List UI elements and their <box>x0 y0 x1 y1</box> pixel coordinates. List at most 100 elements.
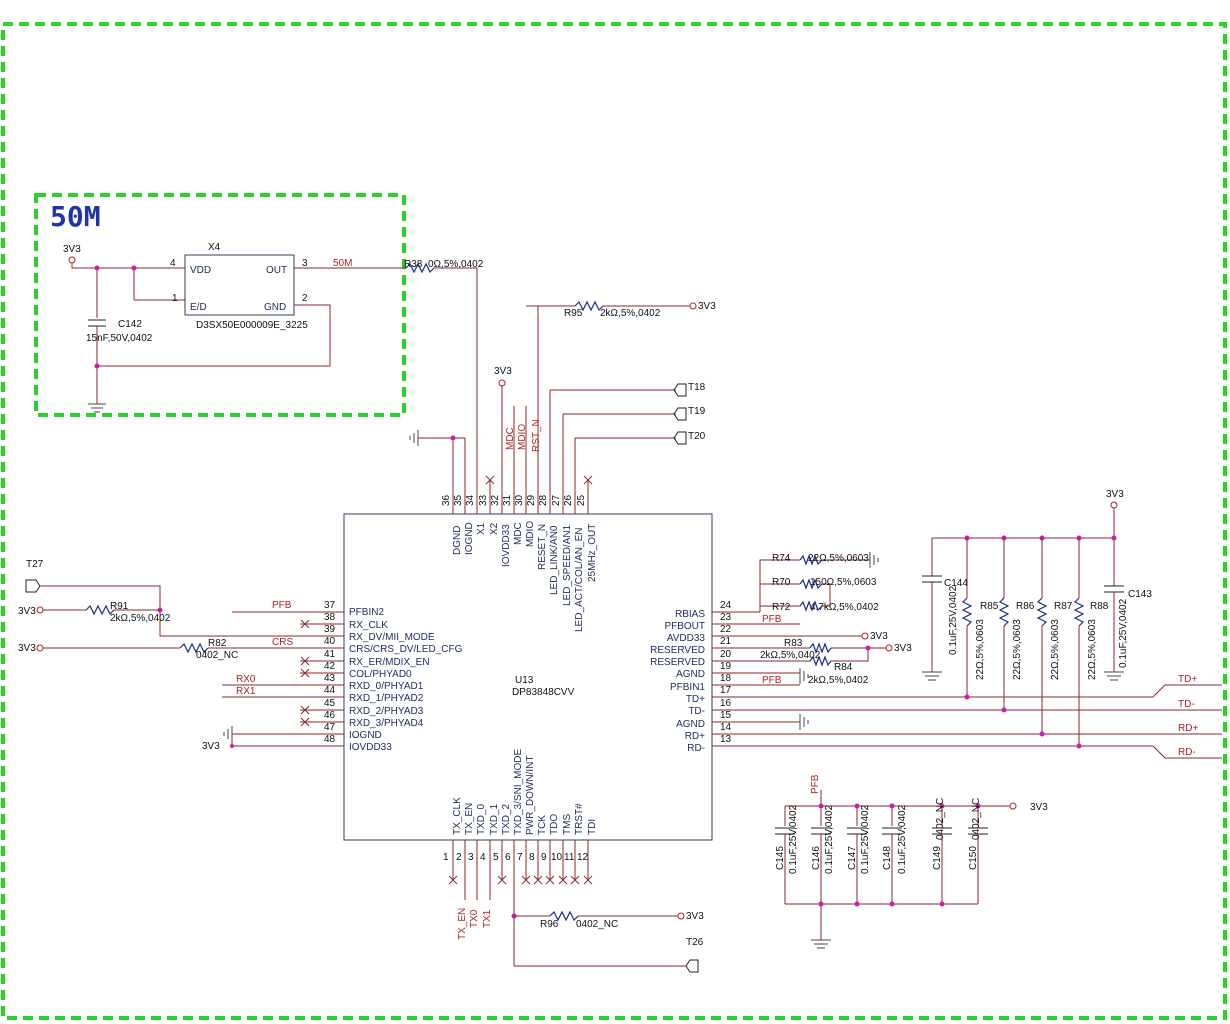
u13-pin27-name: LED_SPEED/AN1 <box>562 524 573 606</box>
u13-pin39-num: 39 <box>324 624 336 635</box>
c147-ref: C147 <box>847 846 858 870</box>
decoupling-bank: 3V3 PFB C145 0.1uF,25V,0 <box>775 774 1048 949</box>
u13-pin3-name: TXD_0 <box>476 803 487 835</box>
r70-ref: R70 <box>772 577 791 588</box>
u13-pin48-num: 48 <box>324 734 336 745</box>
u13-right-pins: RBIAS PFBOUT AVDD33 RESERVED RESERVED AG… <box>650 552 1222 759</box>
x4-pin-vdd: VDD <box>190 265 211 276</box>
u13-pin32-name: IOVDD33 <box>501 524 512 567</box>
u13-pin21-num: 21 <box>720 636 732 647</box>
r96-ref: R96 <box>540 919 559 930</box>
u13-pin9-name: TDO <box>549 814 560 835</box>
u13-pin20-num: 20 <box>720 649 732 660</box>
net-mdio: MDIO <box>517 424 528 450</box>
x4-pin-ed: E/D <box>190 302 207 313</box>
u13-pin16-num: 16 <box>720 698 732 709</box>
x4-body <box>184 254 295 316</box>
u13-pin3-num: 3 <box>468 852 474 863</box>
u13-pin6-name: TXD_3/SNI_MODE <box>513 749 524 835</box>
u13-pin12-name: TDI <box>587 819 598 835</box>
r84-value: 2kΩ,5%,0402 <box>808 675 869 686</box>
u13-pin14-name: RD+ <box>685 731 705 742</box>
u13-top-pins: 36 35 34 33 32 31 30 29 28 27 26 25 DGND… <box>409 300 716 632</box>
c145-ref: C145 <box>775 846 786 870</box>
u13-pin38-num: 38 <box>324 612 336 623</box>
u13-pin31-name: MDC <box>513 522 524 545</box>
u13-pin44-name: RXD_1/PHYAD2 <box>349 693 424 704</box>
u13-pin5-num: 5 <box>493 852 499 863</box>
u13-pin11-num: 11 <box>564 852 575 863</box>
net-rx0: RX0 <box>236 674 256 685</box>
r85-ref: R85 <box>980 601 999 612</box>
r96-3v3-port <box>677 912 685 920</box>
u13-pin21-name: RESERVED <box>650 645 705 656</box>
u13-pin33-num: 33 <box>478 494 489 506</box>
u13-pin7-name: PWR_DOWN/INT <box>525 756 536 835</box>
r72-value: 4.7kΩ,5%,0402 <box>810 602 879 613</box>
oscillator-frame: 50M 3V3 C142 15nF,50V,0402 X4 VDD E/D OU… <box>34 193 406 417</box>
t20-testpoint-icon <box>673 431 687 445</box>
r83-3v3-port <box>885 644 893 652</box>
u13-pin34-name: X1 <box>476 522 487 535</box>
u13-pin4-num: 4 <box>480 852 486 863</box>
outer-frame <box>1 22 1227 1020</box>
oscillator-frame-title: 50M <box>50 200 101 233</box>
u13-pin43-num: 43 <box>324 673 336 684</box>
c149-ref: C149 <box>932 846 943 870</box>
net-tx0: TX0 <box>469 909 480 928</box>
u13-pin22-num: 22 <box>720 624 732 635</box>
u13-pin12-num: 12 <box>577 852 589 863</box>
r82-3v3-label: 3V3 <box>18 643 36 654</box>
u13-pin8-num: 8 <box>529 852 535 863</box>
u13-pin4-name: TXD_1 <box>489 803 500 835</box>
u13-pin40-num: 40 <box>324 636 336 647</box>
net-pfb-pfbin1: PFB <box>762 675 782 686</box>
r87-ref: R87 <box>1054 601 1073 612</box>
iovdd33-3v3-port <box>498 379 506 387</box>
r86-ref: R86 <box>1016 601 1035 612</box>
x4-pin-gnd: GND <box>264 302 286 313</box>
net-rx1: RX1 <box>236 686 256 697</box>
u13-pin32-num: 32 <box>490 494 501 506</box>
u13-pin25-num: 25 <box>576 494 587 506</box>
r83-value: 2kΩ,5%,0402 <box>760 650 821 661</box>
t18-label: T18 <box>688 382 706 393</box>
u13-pin43-name: RXD_0/PHYAD1 <box>349 681 424 692</box>
u13-pin42-num: 42 <box>324 661 336 672</box>
c146-value: 0.1uF,25V,0402 <box>824 804 835 874</box>
t19-testpoint-icon <box>673 407 687 421</box>
net-pfb-decoupling: PFB <box>810 774 821 794</box>
r95-ref: R95 <box>564 308 583 319</box>
u13-pin13-name: RD- <box>687 743 705 754</box>
u13-pin45-name: RXD_2/PHYAD3 <box>349 706 424 717</box>
r82-3v3-port <box>36 644 44 652</box>
u13-pin47-num: 47 <box>324 722 336 733</box>
u13-pin15-num: 15 <box>720 710 732 721</box>
u13-pin2-name: TX_EN <box>464 803 475 835</box>
u13-pin23-num: 23 <box>720 612 732 623</box>
u13-pin24-name: RBIAS <box>675 609 705 620</box>
c146-ref: C146 <box>811 846 822 870</box>
c150-ref: C150 <box>968 846 979 870</box>
u13-pin40-name: CRS/CRS_DV/LED_CFG <box>349 644 463 655</box>
net-rd-minus: RD- <box>1178 747 1196 758</box>
net-50m: 50M <box>333 258 352 269</box>
term-3v3-label: 3V3 <box>1106 489 1124 500</box>
r70-value: 150Ω,5%,0603 <box>810 577 877 588</box>
t19-label: T19 <box>688 406 706 417</box>
c149-value: 0402_NC <box>935 798 946 840</box>
u13-pin48-name: IOVDD33 <box>349 742 392 753</box>
iovdd33-3v3-label: 3V3 <box>494 366 512 377</box>
u13-pin6-num: 6 <box>505 852 511 863</box>
u13-bottom-pins: 1 2 3 4 5 6 7 8 9 10 11 12 TX_CLK TX_EN … <box>443 749 704 973</box>
u13-pin1-num: 1 <box>443 852 449 863</box>
c142-value: 15nF,50V,0402 <box>86 333 153 344</box>
u13-pin30-num: 30 <box>514 494 525 506</box>
r82-ref: R82 <box>208 638 227 649</box>
r91-3v3-port <box>36 606 44 614</box>
u13-pin13-num: 13 <box>720 734 732 745</box>
avdd33-3v3-port <box>861 632 869 640</box>
u13-pin24-num: 24 <box>720 600 732 611</box>
x4-pin4-num: 4 <box>170 258 176 269</box>
